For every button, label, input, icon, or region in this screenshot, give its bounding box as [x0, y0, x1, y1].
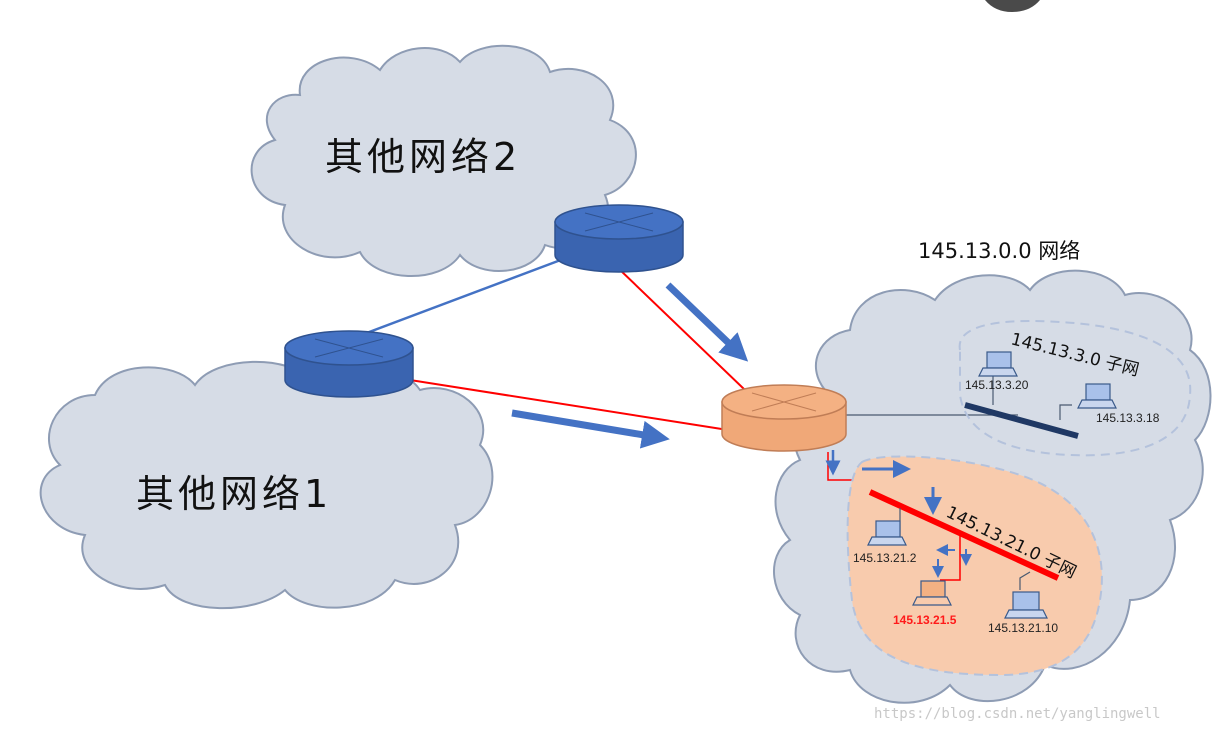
host-link-3-18	[1059, 404, 1072, 420]
host-link-21-10	[1019, 571, 1031, 590]
cloud-1-label: 其他网络1	[136, 472, 332, 516]
router-1-icon	[284, 330, 414, 398]
subnet-3-bus	[964, 402, 1079, 439]
host-label-21-2: 145.13.21.2	[853, 551, 917, 565]
laptop-icon-21-10	[1004, 591, 1048, 619]
router-2-icon	[554, 204, 684, 273]
core-router-icon	[721, 384, 847, 452]
network-title: 145.13.0.0 网络	[918, 239, 1080, 263]
arrow-toward-core-from-top	[665, 282, 749, 362]
link-router2-to-core	[617, 267, 746, 391]
host-label-21-5: 145.13.21.5	[893, 613, 957, 627]
laptop-icon-21-5	[912, 580, 952, 606]
host-label-21-10: 145.13.21.10	[988, 621, 1058, 635]
cloud-2-label: 其他网络2	[325, 135, 521, 179]
host-link-21-5	[940, 535, 961, 581]
host-label-3-18: 145.13.3.18	[1096, 411, 1160, 425]
link-router1-to-core	[409, 379, 729, 431]
link-router2-to-router1	[347, 256, 567, 342]
host-label-3-20: 145.13.3.20	[965, 378, 1029, 392]
corner-badge-icon	[985, 0, 1040, 12]
watermark: https://blog.csdn.net/yanglingwell	[874, 706, 1161, 722]
subnet-3-region	[958, 319, 1192, 457]
laptop-icon-21-2	[867, 520, 907, 546]
arrow-toward-core-from-left	[511, 409, 670, 449]
laptop-icon-3-18	[1077, 383, 1117, 409]
subnet-21-bus	[868, 489, 1060, 581]
laptop-icon-3-20	[978, 351, 1018, 377]
